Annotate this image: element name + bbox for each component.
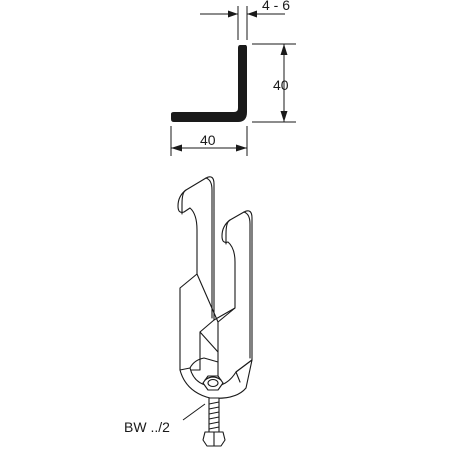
angle-profile	[171, 45, 247, 122]
nut	[202, 375, 224, 391]
height-dimension: 40	[252, 43, 296, 123]
part-callout: BW ../2	[124, 403, 206, 435]
thickness-dimension: 4 - 6	[200, 0, 290, 40]
height-label: 40	[273, 77, 289, 93]
width-label: 40	[200, 132, 216, 148]
width-dimension: 40	[170, 126, 248, 156]
part-label: BW ../2	[124, 419, 170, 435]
clamp-bracket	[177, 176, 253, 447]
thickness-label: 4 - 6	[262, 0, 290, 13]
bolt	[202, 397, 226, 447]
